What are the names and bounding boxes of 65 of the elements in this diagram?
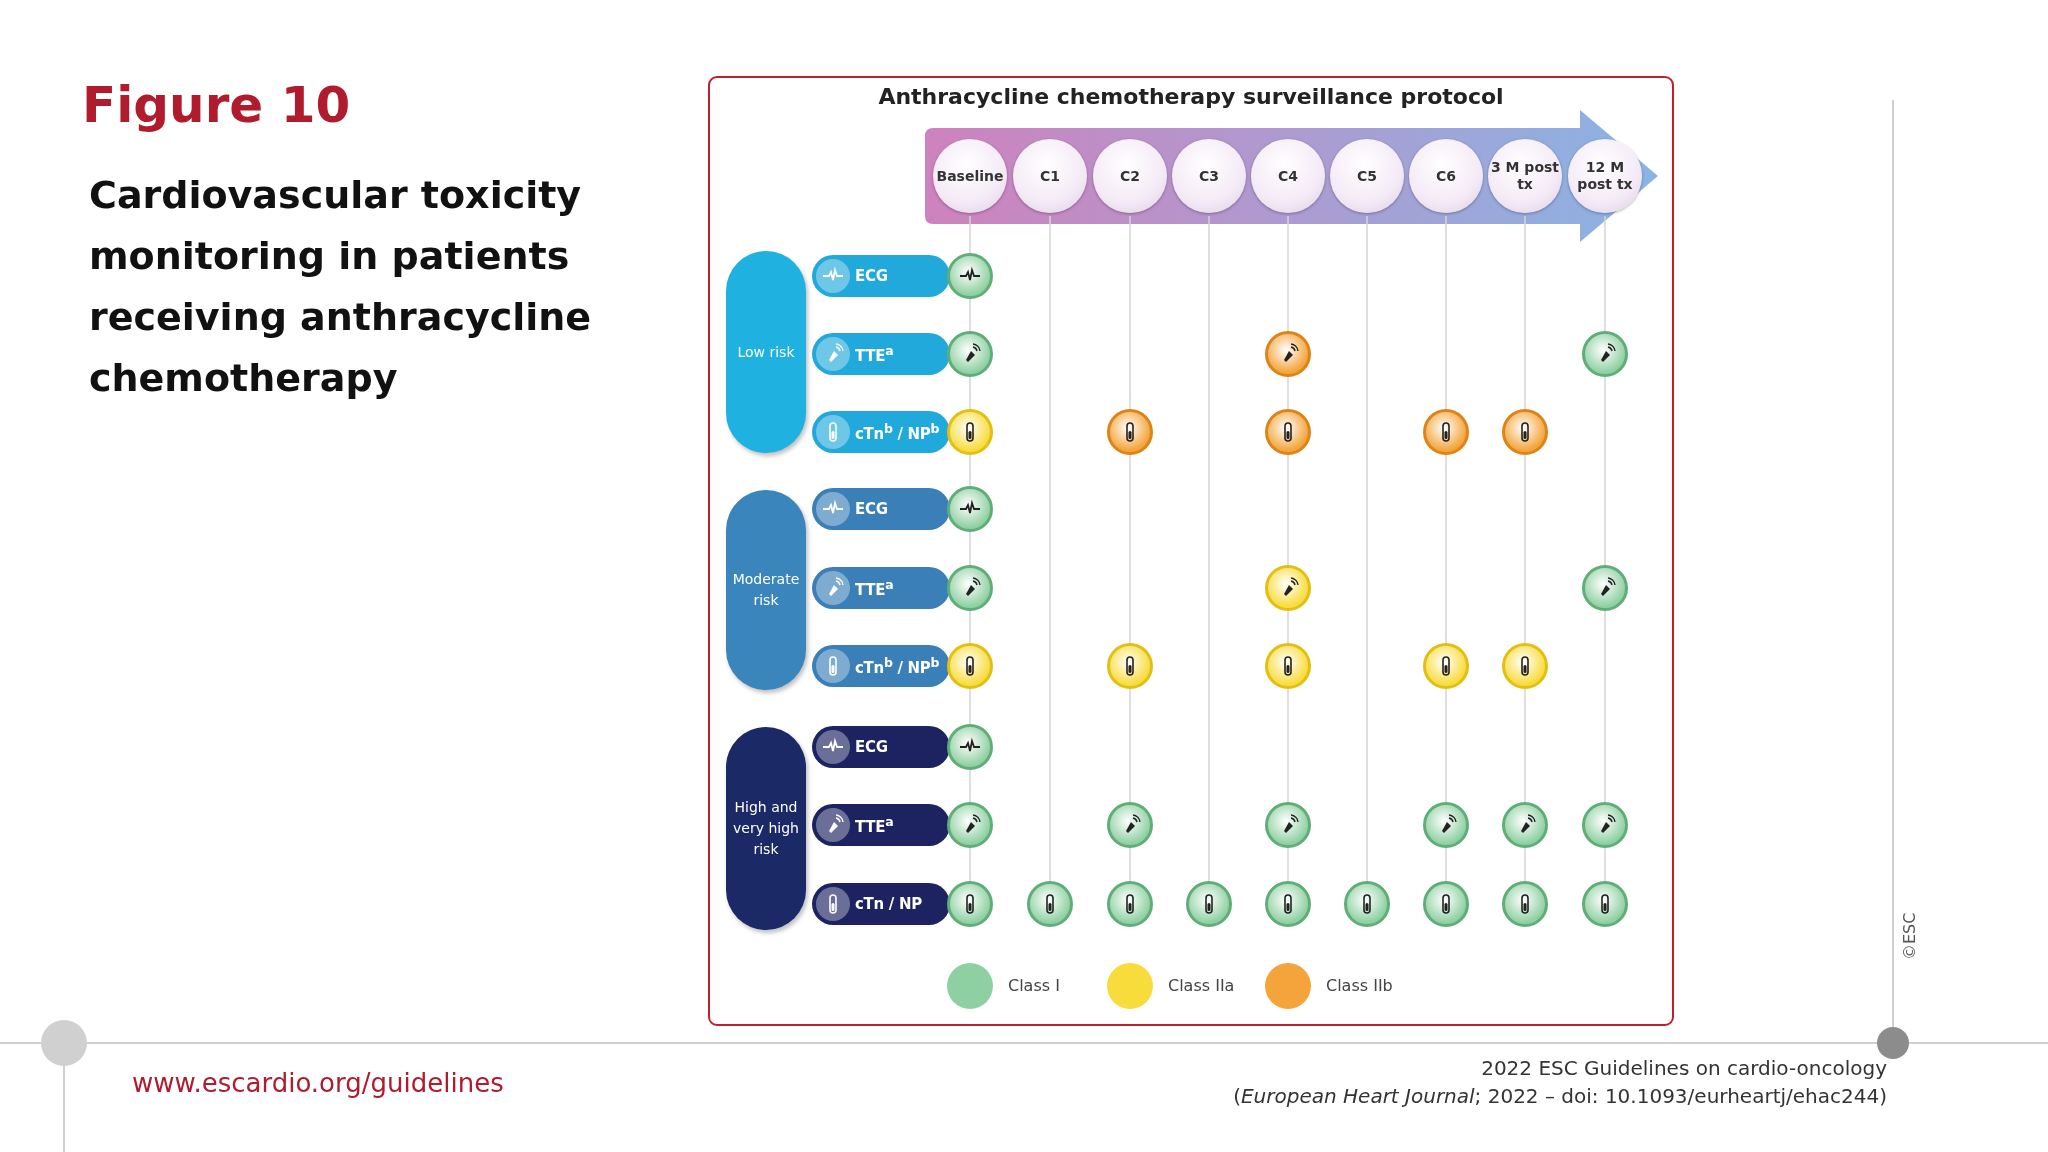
test-name: TTE$^{a}$: [855, 577, 894, 599]
class-marker: [1423, 881, 1469, 927]
test-name: TTE$^{a}$: [855, 814, 894, 836]
class-marker: [1502, 643, 1548, 689]
class-marker: [1265, 409, 1311, 455]
class-marker: [1107, 409, 1153, 455]
test-pill: [812, 255, 950, 297]
test-name: TTE$^{a}$: [855, 343, 894, 365]
class-marker: [1423, 643, 1469, 689]
class-marker: [1582, 565, 1628, 611]
test-pill: [812, 333, 950, 375]
test-name: cTn$^{b}$ / NP$^{b}$: [855, 421, 940, 443]
class-marker: [1265, 643, 1311, 689]
class-marker: [1265, 331, 1311, 377]
test-name: ECG: [855, 267, 888, 285]
test-name: ECG: [855, 500, 888, 518]
class-marker: [947, 253, 993, 299]
test-pill: [812, 488, 950, 530]
slide-heading: Cardiovascular toxicity monitoring in patients receiving anthracycline chemotherapy: [89, 172, 593, 402]
class-marker: [1107, 643, 1153, 689]
test-pill: [812, 726, 950, 768]
class-marker: [1423, 409, 1469, 455]
class-marker: [947, 724, 993, 770]
class-marker: [1265, 881, 1311, 927]
legend-label: Class IIa: [1168, 976, 1235, 995]
class-marker: [1107, 881, 1153, 927]
class-marker: [1582, 331, 1628, 377]
test-name: ECG: [855, 738, 888, 756]
citation-line: (European Heart Journal; 2022 – doi: 10.1093/eurheartj/ehac244): [1233, 1084, 1887, 1108]
risk-group-pill: Low risk: [726, 251, 806, 453]
test-pill: [812, 567, 950, 609]
class-marker: [947, 486, 993, 532]
class-marker: [947, 331, 993, 377]
legend-label: Class IIb: [1326, 976, 1393, 995]
class-marker: [1502, 881, 1548, 927]
class-marker: [947, 565, 993, 611]
class-marker: [1265, 802, 1311, 848]
class-marker: [1344, 881, 1390, 927]
class-marker: [1107, 802, 1153, 848]
test-pill: [812, 804, 950, 846]
web-link: www.escardio.org/guidelines: [132, 1068, 504, 1098]
figure-number: Figure 10: [82, 76, 351, 134]
copyright-note: ©ESC: [1900, 912, 1919, 960]
class-marker: [1265, 565, 1311, 611]
test-pill: [812, 645, 950, 687]
test-name: cTn / NP: [855, 895, 922, 913]
class-marker: [947, 409, 993, 455]
legend-label: Class I: [1008, 976, 1060, 995]
risk-group-pill: High and very high risk: [726, 727, 806, 930]
class-marker: [1582, 802, 1628, 848]
class-marker: [947, 802, 993, 848]
test-pill: [812, 411, 950, 453]
chart-title: Anthracycline chemotherapy surveillance protocol: [877, 84, 1505, 109]
class-marker: [1423, 802, 1469, 848]
class-marker: [1582, 881, 1628, 927]
class-marker: [1502, 802, 1548, 848]
class-marker: [1186, 881, 1232, 927]
test-pill: [812, 883, 950, 925]
class-marker: [1027, 881, 1073, 927]
risk-group-pill: Moderate risk: [726, 490, 806, 690]
class-marker: [1502, 409, 1548, 455]
class-marker: [947, 881, 993, 927]
citation-line: 2022 ESC Guidelines on cardio-oncology: [1481, 1056, 1887, 1080]
class-marker: [947, 643, 993, 689]
test-name: cTn$^{b}$ / NP$^{b}$: [855, 655, 940, 677]
